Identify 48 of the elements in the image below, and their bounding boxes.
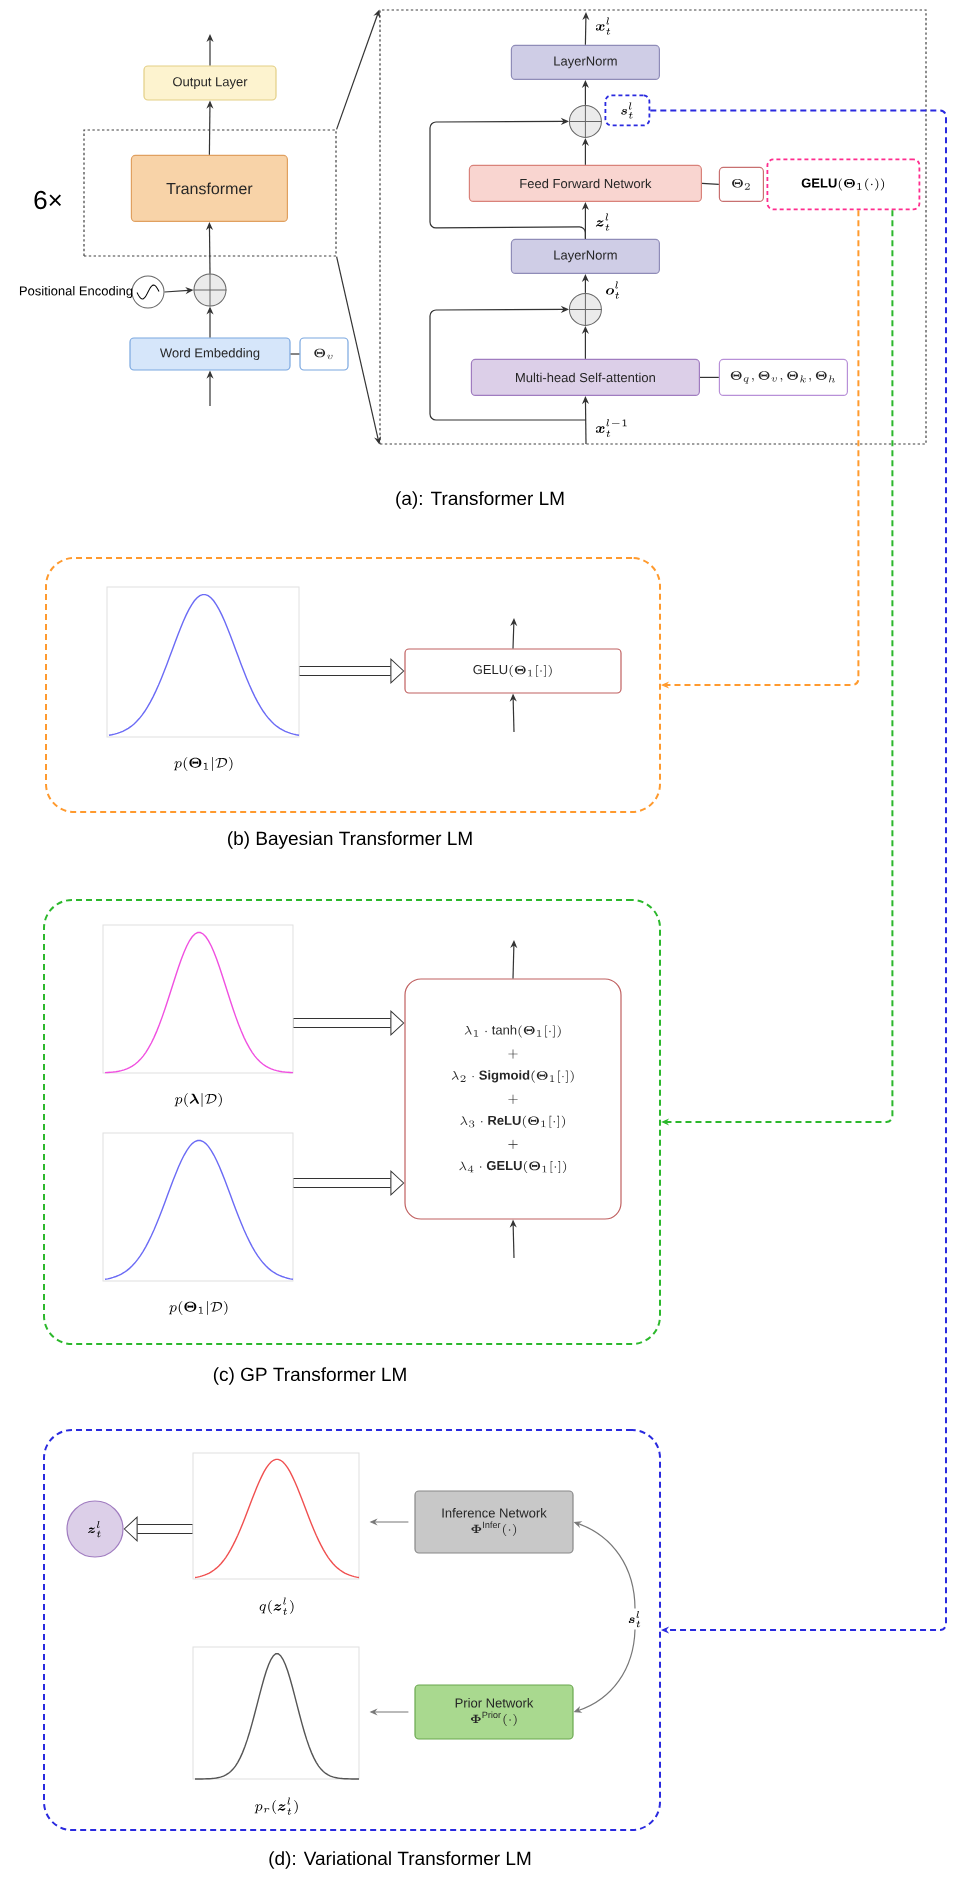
formula-box: $\lambda_1\cdot\tanh(\boldsymbol{\Theta}_1[\cdot])$ $+$ $\lambda_2\cdot\mathbf{Sigmoid}(\boldsymbol{\Theta}_1[\cdot])$ $+$ $\lambda_3\cdot\mathbf{ReLU}(\boldsymbol{\Theta}_1[\cdot])$ $+$ $\lambda_4\cdot\mathbf{GELU}(\boldsymbol{\Theta}_1[\cdot])$ [404, 978, 622, 1220]
edge-label: $\boldsymbol{x}_t^{l-1}$ [594, 418, 630, 438]
sum-circle [193, 273, 227, 307]
block-arrow [299, 658, 405, 684]
plot-caption: $p(\boldsymbol{\lambda}|\mathcal{D})$ [174, 1093, 222, 1107]
edge-label: $\boldsymbol{x}_t^l$ [594, 16, 613, 36]
state-box: $\boldsymbol{s}_t^l$ [604, 94, 651, 127]
sum-circle [568, 292, 603, 327]
activation-box: $\mathrm{GELU}(\boldsymbol{\Theta}_1[\cdot])$ [404, 648, 622, 694]
gaussian-plot-drawing [192, 1646, 360, 1780]
parameter-box: $\boldsymbol{\Theta}_v$ [299, 337, 349, 371]
block-arrow [293, 1170, 405, 1196]
dashed-arrow [649, 109, 947, 1634]
arrow [581, 80, 589, 106]
plot-caption: $p(\boldsymbol{\Theta}_1|\mathcal{D})$ [168, 1301, 228, 1315]
sine-wave-icon [131, 275, 165, 309]
plot-caption: $p(\boldsymbol{\Theta}_1|\mathcal{D})$ [173, 757, 233, 771]
gaussian-plot-drawing [106, 586, 300, 738]
panel-frame [43, 899, 661, 1345]
plot-caption: $p_r(\boldsymbol{z}_t^l)$ [254, 1797, 298, 1815]
activation-box: $\mathbf{GELU}(\boldsymbol{\Theta}_1(\cdot))$ [766, 158, 921, 211]
gaussian-plot-drawing [102, 924, 294, 1074]
gaussian-plot-drawing [102, 1132, 294, 1282]
edge-label: $\boldsymbol{z}_t^l$ [594, 212, 613, 232]
connector-line [290, 353, 300, 355]
panel-frame [45, 557, 661, 813]
transformer-box: Transformer [130, 154, 288, 222]
edge-label: $\boldsymbol{o}_t^l$ [604, 280, 622, 300]
sum-circle [568, 104, 603, 139]
arrow [429, 117, 586, 240]
arrow [429, 305, 587, 421]
arrow [581, 274, 589, 294]
gaussian-plot-drawing [192, 1452, 360, 1580]
zoomed-block-box [379, 9, 927, 445]
block-arrow [123, 1516, 193, 1542]
block-arrow [293, 1010, 405, 1036]
panel-caption: (a): Transformer LM [396, 491, 564, 509]
panel-frame [43, 1429, 661, 1831]
parameter-box: $\boldsymbol{\Theta}_2$ [718, 166, 764, 202]
plot-caption: $q(\boldsymbol{z}_t^l)$ [259, 1597, 294, 1615]
panel-caption: (b) Bayesian Transformer LM [228, 831, 472, 849]
connector-line [701, 182, 720, 185]
state-label: $\boldsymbol{s}_t^l$ [628, 1611, 641, 1628]
panel-caption: (c) GP Transformer LM [213, 1367, 406, 1385]
panel-caption: (d): Variational Transformer LM [269, 1851, 531, 1869]
parameter-box: $\boldsymbol{\Theta}_q, \boldsymbol{\Theta}_v, \boldsymbol{\Theta}_k, \boldsymbol{\Theta}_h$ [718, 358, 848, 396]
repeat-count: 6× [34, 190, 62, 210]
connector-line [699, 376, 720, 378]
